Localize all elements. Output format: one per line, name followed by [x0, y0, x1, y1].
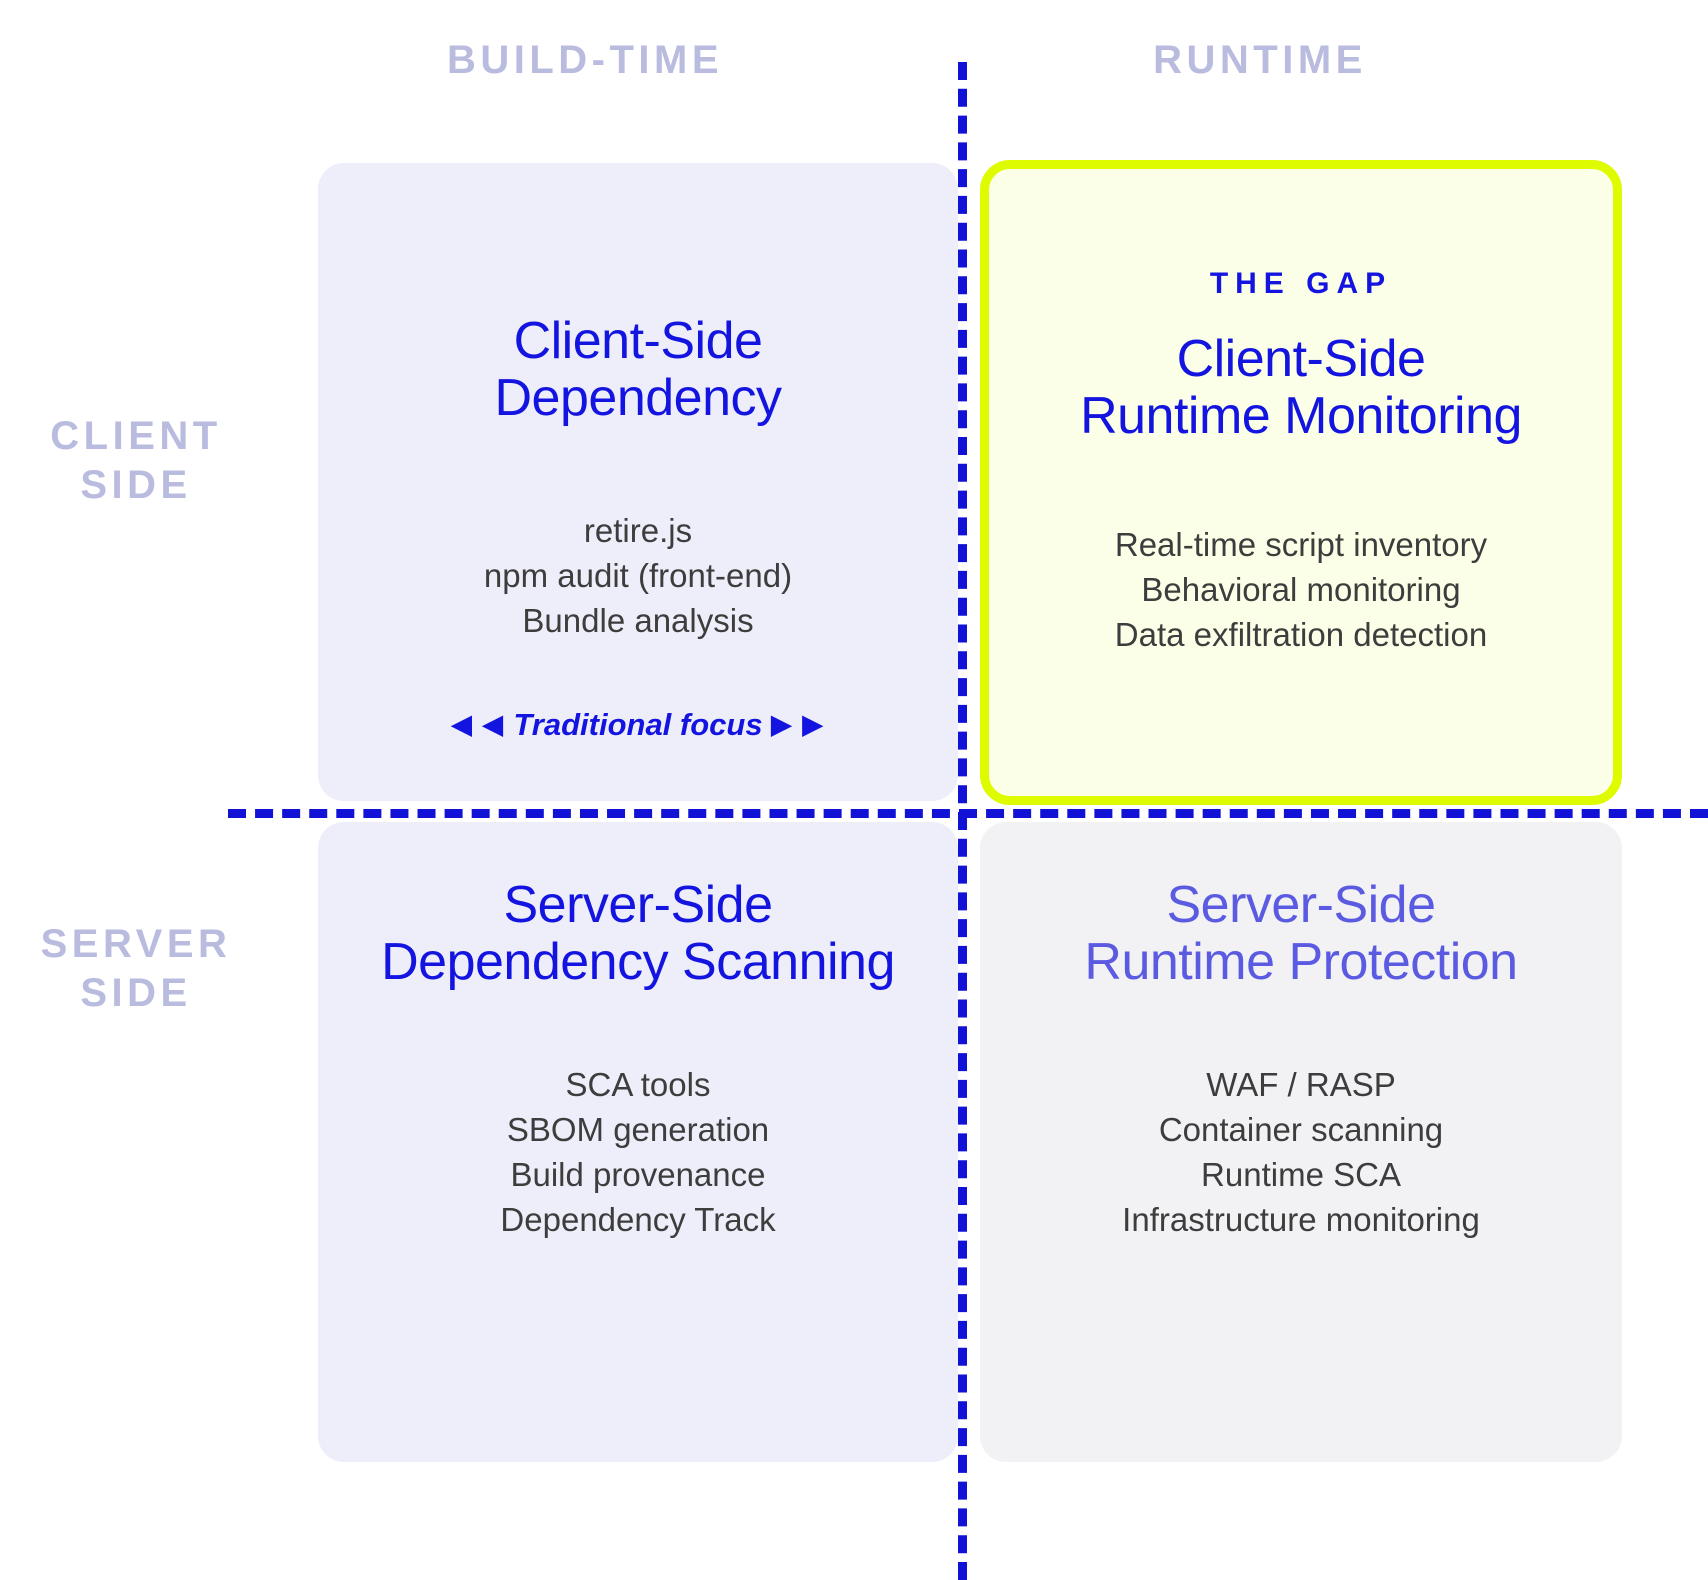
quadrant-item-list: SCA tools SBOM generation Build provenan… [344, 991, 932, 1243]
list-item: Build provenance [510, 1156, 766, 1194]
quadrant-title-client-side-runtime-monitoring: Client-Side Runtime Monitoring [1015, 299, 1587, 445]
list-item: Data exfiltration detection [1114, 616, 1488, 654]
left-arrows-icon: ◀ ◀ [451, 709, 505, 739]
quadrant-card-client-side-dependency: Client-Side Dependency retire.js npm aud… [318, 163, 958, 801]
quadrant-card-server-side-runtime-protection: Server-Side Runtime Protection WAF / RAS… [980, 822, 1622, 1462]
quadrant-title-line2: Dependency [494, 369, 783, 428]
right-arrows-icon: ▶ ▶ [771, 709, 825, 739]
quadrant-title-line1: Client-Side [1176, 330, 1426, 388]
the-gap-badge: THE GAP [1209, 267, 1393, 300]
quadrant-card-client-side-runtime-monitoring: THE GAP Client-Side Runtime Monitoring R… [980, 160, 1622, 805]
list-item: Bundle analysis [522, 602, 754, 640]
quadrant-title-line1: Server-Side [1166, 876, 1436, 934]
list-item: Container scanning [1158, 1111, 1444, 1149]
quadrant-item-list: retire.js npm audit (front-end) Bundle a… [344, 427, 932, 644]
row-header-client-side-line1: CLIENT [50, 414, 222, 458]
row-header-server-side-line1: SERVER [40, 922, 232, 966]
traditional-focus-note: ◀ ◀ Traditional focus ▶ ▶ [318, 707, 958, 743]
column-header-build-time: BUILD-TIME [446, 38, 724, 82]
list-item: Real-time script inventory [1114, 526, 1488, 564]
traditional-focus-label: Traditional focus [513, 707, 763, 742]
list-item: Runtime SCA [1201, 1156, 1401, 1194]
quadrant-card-server-side-dependency-scanning: Server-Side Dependency Scanning SCA tool… [318, 822, 958, 1462]
quadrant-title-server-side-runtime-protection: Server-Side Runtime Protection [1006, 822, 1596, 991]
quadrant-title-line1: Client-Side [513, 312, 763, 370]
quadrant-title-line2: Runtime Protection [1084, 933, 1518, 992]
quadrant-title-line2: Dependency Scanning [381, 933, 895, 992]
row-header-server-side-line2: SIDE [80, 970, 192, 1015]
list-item: WAF / RASP [1206, 1066, 1396, 1104]
list-item: npm audit (front-end) [483, 557, 793, 595]
list-item: SCA tools [565, 1066, 711, 1104]
quadrant-title-server-side-dependency-scanning: Server-Side Dependency Scanning [344, 822, 932, 991]
row-header-server-side: SERVER SIDE [0, 920, 272, 1018]
row-header-client-side-line2: SIDE [80, 462, 192, 507]
list-item: Dependency Track [500, 1201, 776, 1238]
list-item: SBOM generation [506, 1111, 770, 1149]
horizontal-divider-dashed [228, 809, 1708, 818]
list-item: retire.js [583, 512, 693, 550]
column-header-runtime: RUNTIME [1153, 38, 1367, 82]
quadrant-item-list: Real-time script inventory Behavioral mo… [1015, 445, 1587, 658]
list-item: Infrastructure monitoring [1122, 1201, 1480, 1238]
quadrant-item-list: WAF / RASP Container scanning Runtime SC… [1006, 991, 1596, 1243]
quadrant-title-line2: Runtime Monitoring [1080, 387, 1522, 446]
list-item: Behavioral monitoring [1141, 571, 1461, 609]
vertical-divider-dashed [958, 62, 967, 1580]
quadrant-title-line1: Server-Side [503, 876, 773, 934]
row-header-client-side: CLIENT SIDE [0, 412, 272, 510]
quadrant-title-client-side-dependency: Client-Side Dependency [344, 163, 932, 427]
